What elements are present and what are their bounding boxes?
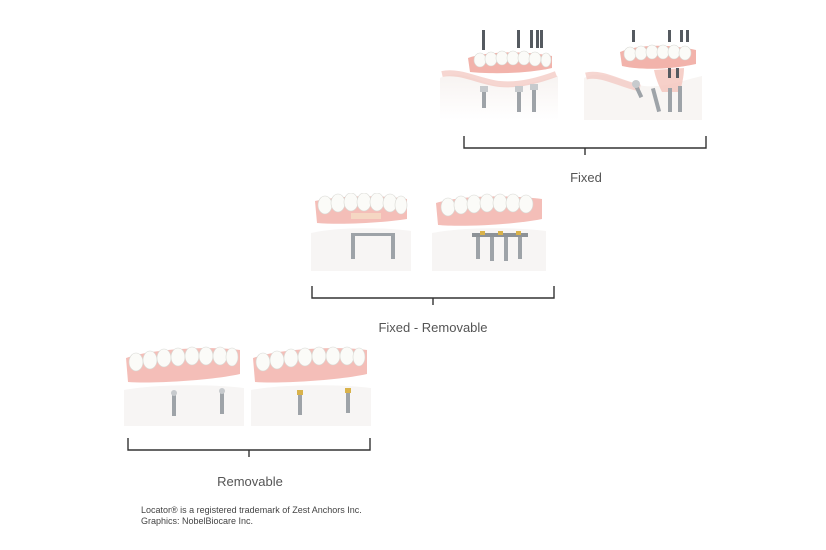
removable-bracket <box>127 438 371 457</box>
fixed-removable-bracket <box>311 286 555 305</box>
trademark-note: Locator® is a registered trademark of Ze… <box>141 505 362 515</box>
removable-caption: Removable <box>217 474 283 489</box>
fixed-removable-illustration-1 <box>311 193 411 271</box>
footnote: Locator® is a registered trademark of Ze… <box>141 505 362 527</box>
removable-illustration-2 <box>251 346 371 426</box>
fixed-illustration-2 <box>584 30 702 120</box>
fixed-removable-caption: Fixed - Removable <box>378 320 488 335</box>
removable-illustration-1 <box>124 346 244 426</box>
fixed-removable-illustration-2 <box>432 193 546 271</box>
fixed-caption: Fixed <box>570 170 602 185</box>
fixed-illustration-1 <box>440 30 558 120</box>
fixed-bracket <box>463 136 707 155</box>
graphics-credit: Graphics: NobelBiocare Inc. <box>141 516 254 526</box>
